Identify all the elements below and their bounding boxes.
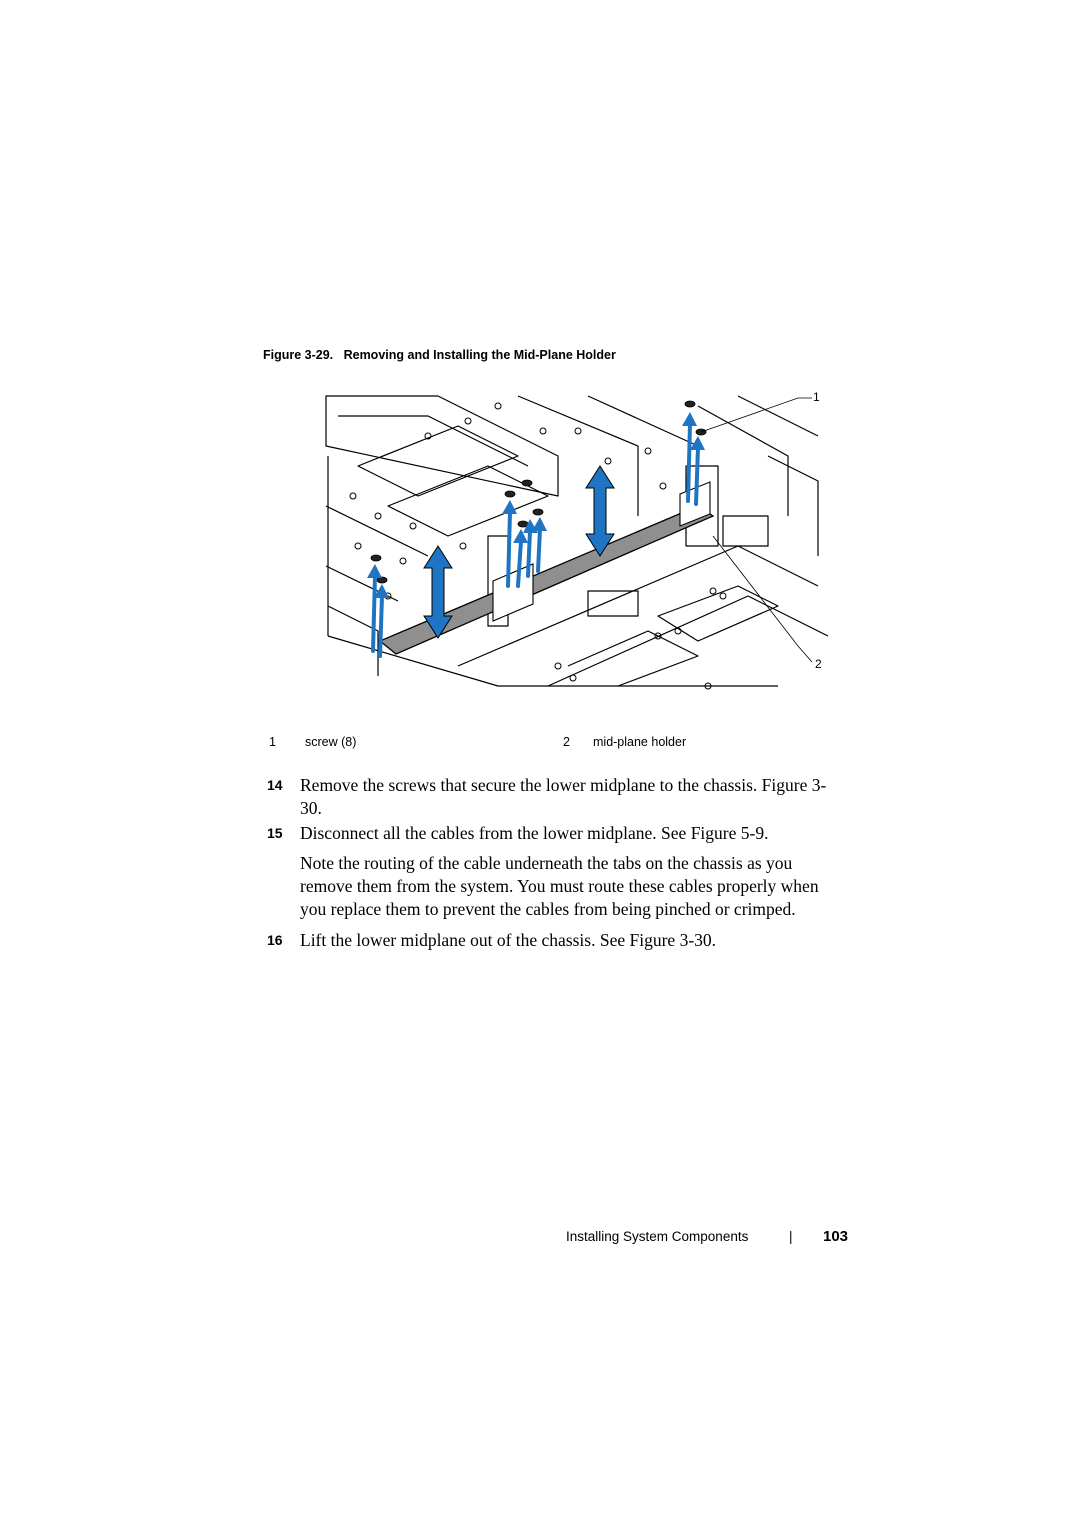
step-16: 16 Lift the lower midplane out of the ch… (267, 929, 847, 952)
step-text: Disconnect all the cables from the lower… (300, 823, 769, 843)
lift-arrows (367, 412, 705, 658)
chassis-drawing (325, 395, 829, 690)
callout-2: 2 (815, 657, 822, 671)
figure-caption: Figure 3-29. Removing and Installing the… (263, 348, 616, 362)
double-arrow-icons (423, 465, 615, 639)
page-number: 103 (823, 1228, 849, 1245)
legend-item-2-num: 2 (563, 735, 570, 749)
callout-1: 1 (813, 390, 820, 404)
step-text: Remove the screws that secure the lower … (300, 775, 827, 818)
legend-item-2-label: mid-plane holder (593, 735, 687, 749)
cable-routing-note: Note the routing of the cable underneath… (300, 853, 819, 919)
legend-item-1-label: screw (8) (305, 735, 357, 749)
screw-group (370, 400, 707, 584)
footer-separator: | (789, 1229, 793, 1244)
step-number: 15 (267, 825, 283, 841)
step-14: 14 Remove the screws that secure the low… (267, 774, 847, 820)
footer-section-title: Installing System Components (566, 1229, 749, 1244)
step-15: 15 Disconnect all the cables from the lo… (267, 822, 847, 845)
step-text: Lift the lower midplane out of the chass… (300, 930, 717, 950)
mid-plane-holder-illustration (318, 386, 840, 696)
step-number: 14 (267, 777, 283, 793)
figure-caption-title: Removing and Installing the Mid-Plane Ho… (343, 348, 616, 362)
figure-caption-prefix: Figure 3-29. (263, 348, 334, 362)
mid-plane-holder-bar (378, 505, 715, 655)
legend-item-1-num: 1 (269, 735, 276, 749)
step-number: 16 (267, 932, 283, 948)
